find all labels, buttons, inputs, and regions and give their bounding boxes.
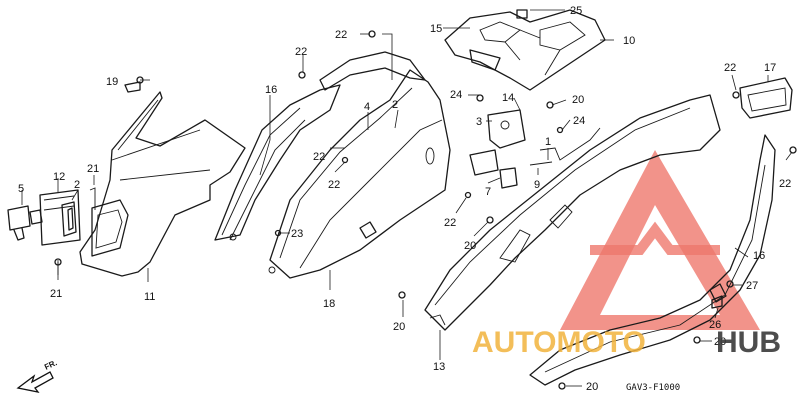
callout-15: 18 [323, 298, 335, 310]
watermark-text-part2: HUB [716, 326, 781, 359]
callout-25: 25 [570, 5, 582, 17]
front-arrow-icon [16, 371, 54, 393]
callout-20: 20 [393, 321, 405, 333]
callout-22: 22 [779, 178, 791, 190]
callout-24: 24 [573, 115, 585, 127]
callout-24: 24 [450, 89, 462, 101]
callout-labels: 22 22 19 16 4 2 22 22 23 18 15 25 10 24 … [18, 5, 791, 393]
fasteners [136, 30, 797, 390]
part-14-right-cover [424, 94, 721, 331]
callout-1: 1 [545, 136, 551, 148]
part-16-lower-cover [529, 134, 776, 386]
front-direction-indicator: FR. [16, 358, 59, 393]
callout-27: 27 [746, 280, 758, 292]
callout-19: 19 [106, 76, 118, 88]
front-label: FR. [43, 358, 58, 372]
leader-lines [21, 9, 793, 387]
callout-20: 20 [714, 336, 726, 348]
callout-9: 12 [53, 171, 65, 183]
callout-13: 16 [265, 84, 277, 96]
callout-22: 22 [335, 29, 347, 41]
callout-8: 11 [144, 291, 155, 303]
watermark-text: AUTOMOTO HUB [472, 326, 781, 359]
part-13-inner-panel [214, 84, 341, 241]
part-10-12-rear-carrier [444, 9, 606, 91]
callout-12: 15 [430, 23, 442, 35]
callout-22: 22 [444, 217, 456, 229]
callout-10: 10 [623, 35, 635, 47]
watermark-text-part1: AUTOMOTO [472, 326, 646, 359]
callout-17: 17 [764, 62, 776, 74]
callout-4: 4 [364, 101, 370, 113]
part-15-side-cover [268, 51, 451, 279]
part-3-11-latch [469, 109, 601, 189]
callout-21: 21 [87, 163, 99, 175]
callout-11: 14 [502, 92, 514, 104]
callout-6: 7 [485, 186, 491, 198]
callout-21: 21 [50, 288, 62, 300]
callout-23: 23 [291, 228, 303, 240]
callout-7: 9 [534, 179, 540, 191]
callout-14: 13 [433, 361, 445, 373]
callout-2: 2 [74, 179, 80, 191]
callout-3: 3 [476, 116, 482, 128]
callout-5: 5 [18, 183, 24, 195]
callout-22: 22 [724, 62, 736, 74]
part-17-handle [739, 77, 793, 119]
callout-22: 22 [313, 151, 325, 163]
callout-22: 22 [328, 179, 340, 191]
callout-20: 20 [464, 240, 476, 252]
watermark-triangle [560, 150, 760, 330]
watermark-m-stroke [590, 221, 720, 255]
callout-26: 26 [709, 319, 721, 331]
diagram-code: GAV3-F1000 [626, 383, 680, 393]
watermark-logo [560, 150, 760, 330]
callout-2: 2 [392, 99, 398, 111]
part-8-front-cover [79, 81, 246, 277]
callout-22: 22 [295, 46, 307, 58]
callout-18: 20 [572, 94, 584, 106]
